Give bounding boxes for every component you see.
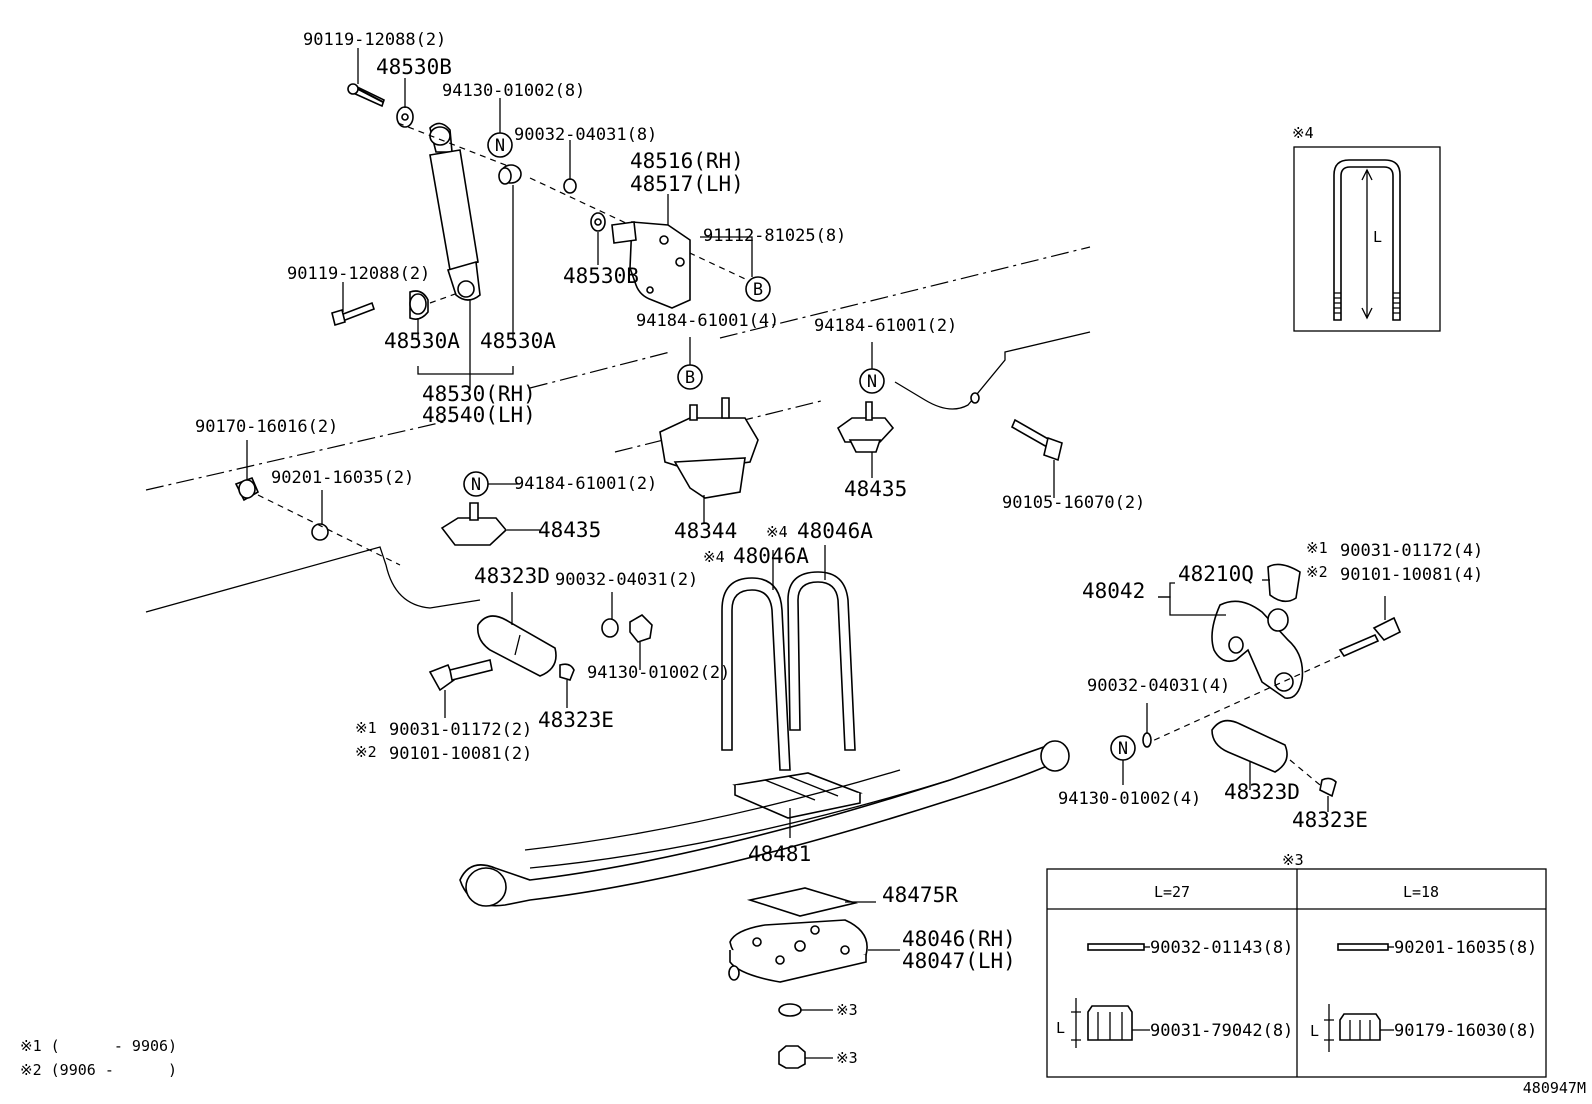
label-shackle-bush: 48210Q [1178,562,1254,586]
footnote-2: ※2 (9906 - ) [20,1061,177,1079]
label-nut-n-left: 94184-61001(2) [514,474,657,494]
label-washer-shackle: 90032-04031(4) [1087,676,1230,696]
table-col-a-row1: 90032-01143(8) [1150,938,1293,958]
table-col-a-header: L=27 [1154,883,1190,901]
label-seat: 48481 [748,842,811,866]
frame-bolt-right [970,392,1063,462]
spring-seat [732,772,863,819]
bumper-48344 [659,397,759,499]
marker-n-right: N [867,372,877,392]
label-nut-pin-left: 94130-01002(2) [587,663,730,683]
inset-ubolt: ※4 L [1292,124,1441,332]
footnotes: ※1 ( - 9906) ※2 (9906 - ) [20,1037,177,1079]
ref-mark-4-b: ※4 [703,548,725,566]
part-labels: 90119-12088(2) 48530B 94130-01002(8) 900… [195,30,1483,1067]
ref-mark-1-right: ※1 [1306,539,1328,557]
shackle [1142,563,1402,798]
label-bolt-frame-right: 90105-16070(2) [1002,493,1145,513]
ref-mark-4-a: ※4 [766,523,788,541]
label-shock-rh: 48530(RH) [422,382,536,406]
label-bush-a-left: 48530A [384,329,460,353]
inset-ubolt-ref: ※4 [1292,124,1314,142]
label-washer-frame-left: 90201-16035(2) [271,468,414,488]
table-note3: ※3 L=27 L=18 90032-01143(8) L 90031-7904… [1046,851,1547,1078]
leaf-spring [459,740,1070,907]
table-col-a-dim: L [1056,1019,1065,1037]
footnote-1: ※1 ( - 9906) [20,1037,177,1055]
ref-mark-1-left: ※1 [355,719,377,737]
table-col-a-row2: 90031-79042(8) [1150,1021,1293,1041]
label-bolt-mid: 90119-12088(2) [287,264,430,284]
label-bolt-shackle-2: 90101-10081(4) [1340,565,1483,585]
label-nut-n-right: 94184-61001(2) [814,316,957,336]
label-plate-lh: 48047(LH) [902,949,1016,973]
label-stopper-right: 48435 [844,477,907,501]
marker-b-bumper: B [685,368,695,388]
label-bracket-lh: 48517(LH) [630,172,744,196]
label-nut-b-bumper: 94184-61001(4) [636,311,779,331]
label-bolt-pin-left-2: 90101-10081(2) [389,744,532,764]
table-col-b-header: L=18 [1403,883,1439,901]
label-washer-pin-left: 90032-04031(2) [555,570,698,590]
label-shackle: 48042 [1082,579,1145,603]
label-bolt-top: 90119-12088(2) [303,30,446,50]
frame-nut-left [234,476,401,566]
stopper-left [440,502,508,546]
table-note3-ref: ※3 [1282,851,1304,869]
marker-n-top: N [495,136,505,156]
marker-n-shackle: N [1118,739,1128,759]
marker-b-bracket: B [753,280,763,300]
marker-n-left: N [471,475,481,495]
label-bumper-main: 48344 [674,519,737,543]
label-fitting-right: 48323E [1292,808,1368,832]
label-bush-b-top: 48530B [376,55,452,79]
shock-absorber [331,83,759,327]
leader-lines [246,48,1386,1059]
shock-bracket [590,212,691,309]
ref-mark-2-right: ※2 [1306,563,1328,581]
label-bolt-pin-left-1: 90031-01172(2) [389,720,532,740]
stopper-right [836,401,895,453]
label-washer-top: 90032-04031(8) [514,125,657,145]
label-sheet: 48475R [882,883,958,907]
label-nut-top: 94130-01002(8) [442,81,585,101]
ref-mark-2-left: ※2 [355,743,377,761]
label-nut-shackle: 94130-01002(4) [1058,789,1201,809]
pin-left [428,613,653,692]
frame-outline [145,246,1091,613]
label-nut-frame-left: 90170-16016(2) [195,417,338,437]
spring-plate [728,887,868,1069]
label-shock-lh: 48540(LH) [422,403,536,427]
label-bolt-shackle-1: 90031-01172(4) [1340,541,1483,561]
label-bracket-rh: 48516(RH) [630,149,744,173]
label-fitting-left: 48323E [538,708,614,732]
ref-mark-3-b: ※3 [836,1049,858,1067]
table-col-b-row1: 90201-16035(8) [1394,938,1537,958]
table-col-b-dim: L [1310,1022,1319,1040]
inset-ubolt-dim: L [1373,228,1382,246]
label-bush-a-right: 48530A [480,329,556,353]
label-nut-b: 91112-81025(8) [703,226,846,246]
diagram-id: 480947M [1523,1079,1586,1097]
u-bolts [721,571,856,771]
label-bush-b-mid: 48530B [563,264,639,288]
label-pin-right: 48323D [1224,780,1300,804]
ref-mark-3-a: ※3 [836,1001,858,1019]
table-col-b-row2: 90179-16030(8) [1394,1021,1537,1041]
label-ubolt-b: 48046A [733,544,809,568]
label-stopper-left: 48435 [538,518,601,542]
markers: N B B N N N [463,132,1136,761]
label-plate-rh: 48046(RH) [902,927,1016,951]
label-pin-left: 48323D [474,564,550,588]
label-ubolt-a: 48046A [797,519,873,543]
